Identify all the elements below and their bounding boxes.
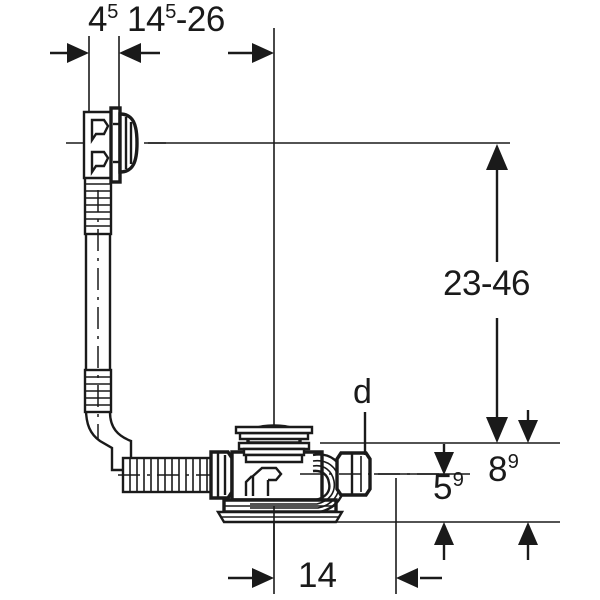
dim-top-range-value: 14 (126, 0, 165, 39)
drain-trap-body (215, 450, 345, 524)
overflow-cover-fitting (82, 106, 139, 184)
dim-lower-small-superscript: 9 (452, 469, 464, 492)
dim-lower-large-superscript: 9 (507, 451, 519, 474)
dim-top-range-superscript: 5 (165, 1, 176, 24)
threaded-connector-nut (209, 450, 234, 500)
bottom-dimension-14 (228, 478, 442, 594)
push-control-drain-plug (234, 424, 314, 464)
overflow-vertical-pipe (83, 168, 133, 472)
top-dimension-arrows (50, 43, 274, 63)
dimension-label-lower-small: 59 (433, 470, 464, 505)
vertical-dimension-23-46 (486, 144, 508, 443)
dim-top-offset-value: 4 (88, 0, 107, 39)
dimension-label-vertical-range: 23-46 (443, 264, 531, 303)
dimension-label-bottom: 14 (298, 556, 337, 595)
vertical-dimension-8-9 (518, 410, 538, 560)
dimension-label-top: 45 145-26 (88, 0, 225, 39)
dimension-label-lower-large: 89 (488, 452, 519, 487)
corrugated-flexible-hose (118, 456, 215, 494)
right-extension-lines (300, 442, 560, 523)
vertical-dimension-5-9 (434, 444, 454, 560)
dimension-label-diameter-d: d (353, 373, 372, 411)
dim-top-range-end: 26 (186, 0, 225, 39)
dim-top-offset-superscript: 5 (107, 1, 118, 24)
dim-lower-small-value: 5 (433, 468, 453, 507)
dim-lower-large-value: 8 (488, 450, 508, 489)
bowden-cable-bundle (250, 451, 440, 514)
